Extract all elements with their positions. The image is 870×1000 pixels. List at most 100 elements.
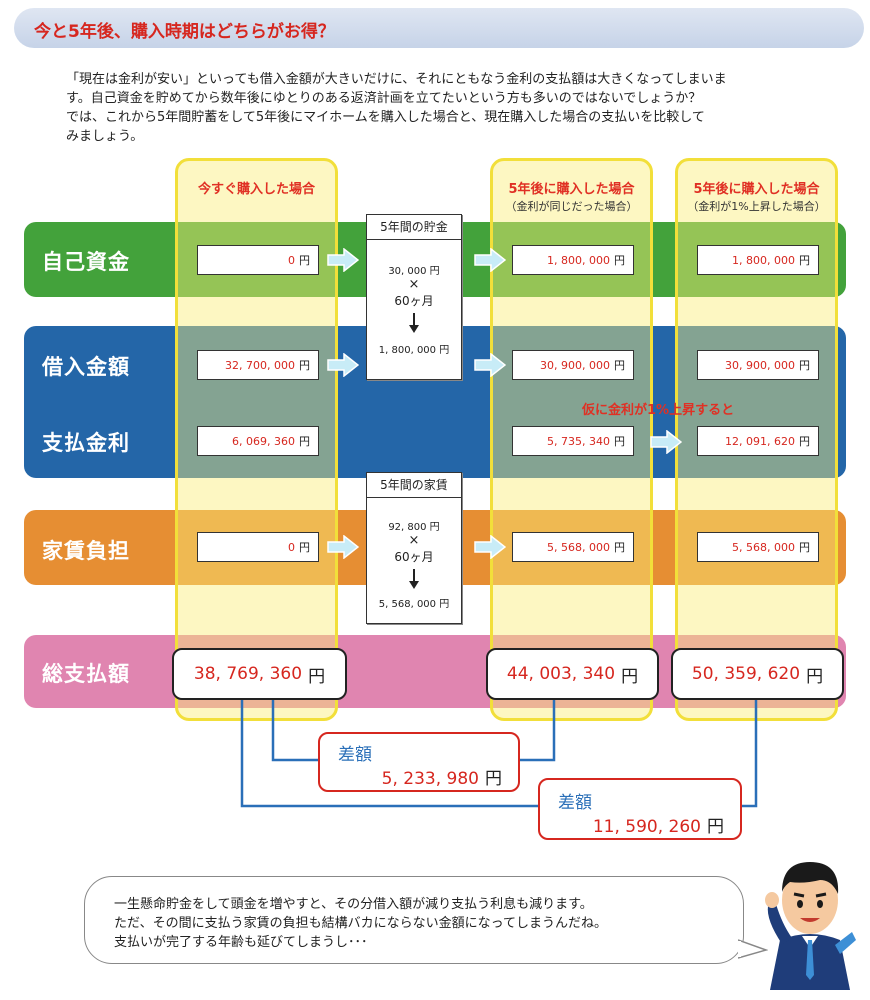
- yen-unit: 円: [299, 435, 310, 448]
- value-now-kari: 32, 700, 000 円: [197, 350, 319, 380]
- yen-unit: 円: [621, 666, 639, 687]
- yen-unit: 円: [308, 666, 326, 687]
- rent-calc-box: 5年間の家賃 92, 800 円 × 60ヶ月 5, 568, 000 円: [366, 472, 462, 624]
- speech-bubble: [84, 876, 744, 964]
- yen-unit: 円: [614, 541, 625, 554]
- header-banner: [14, 8, 864, 48]
- rent-months: 60ヶ月: [394, 550, 434, 564]
- businessman-illustration: [765, 862, 856, 990]
- yen-unit: 円: [614, 435, 625, 448]
- value-number: 0: [288, 540, 295, 554]
- arrow-right-icon: [327, 248, 359, 272]
- value-number: 30, 900, 000: [540, 358, 610, 372]
- bubble-text: 一生懸命貯金をして頭金を増やすと、その分借入額が減り支払う利息も減ります。 ただ…: [114, 895, 724, 952]
- arrow-right-icon: [650, 430, 682, 454]
- rent-monthly: 92, 800 円: [388, 522, 440, 533]
- yen-unit: 円: [299, 541, 310, 554]
- value-five-up-kari: 30, 900, 000 円: [697, 350, 819, 380]
- rent-result: 5, 568, 000 円: [378, 599, 450, 610]
- yen-unit: 円: [485, 769, 502, 789]
- yen-unit: 円: [799, 435, 810, 448]
- difference-value: 5, 233, 980 円: [382, 764, 502, 789]
- difference-box-second: 差額 11, 590, 260 円: [538, 778, 742, 840]
- yen-unit: 円: [614, 254, 625, 267]
- value-five-same-kinri: 5, 735, 340 円: [512, 426, 634, 456]
- page-title: 今と5年後、購入時期はどちらがお得？: [34, 22, 335, 42]
- value-five-up-yachin: 5, 568, 000 円: [697, 532, 819, 562]
- value-five-same-jiko: 1, 800, 000 円: [512, 245, 634, 275]
- savings-title: 5年間の貯金: [367, 215, 461, 240]
- bubble-line: ただ、その間に支払う家賃の負担も結構バカにならない金額になってしまうんだね。: [114, 916, 607, 931]
- row-label-jiko: 自己資金: [42, 250, 130, 274]
- difference-value: 11, 590, 260 円: [593, 812, 724, 837]
- row-label-kinri: 支払金利: [42, 431, 130, 455]
- value-five-same-yachin: 5, 568, 000 円: [512, 532, 634, 562]
- value-number: 1, 800, 000: [547, 253, 610, 267]
- arrow-right-icon: [474, 248, 506, 272]
- arrow-down-icon: [409, 313, 419, 333]
- intro-line: みましょう。: [66, 129, 144, 144]
- arrow-down-icon: [409, 569, 419, 589]
- difference-label: 差額: [558, 793, 592, 813]
- value-number: 5, 735, 340: [547, 434, 610, 448]
- column-title-now: 今すぐ購入した場合: [197, 182, 315, 197]
- difference-number: 5, 233, 980: [381, 769, 479, 789]
- rent-title: 5年間の家賃: [367, 473, 461, 498]
- column-subtitle-five-same: （金利が同じだった場合）: [505, 200, 638, 213]
- value-five-same-kari: 30, 900, 000 円: [512, 350, 634, 380]
- arrow-right-icon: [327, 353, 359, 377]
- bubble-line: 一生懸命貯金をして頭金を増やすと、その分借入額が減り支払う利息も減ります。: [114, 897, 593, 912]
- savings-monthly: 30, 000 円: [388, 266, 440, 277]
- savings-times: ×: [408, 277, 420, 292]
- row-label-kari: 借入金額: [42, 355, 130, 379]
- value-five-up-jiko: 1, 800, 000 円: [697, 245, 819, 275]
- value-number: 32, 700, 000: [225, 358, 295, 372]
- intro-line: 「現在は金利が安い」といっても借入金額が大きいだけに、それにともなう金利の支払額…: [66, 72, 727, 87]
- yen-unit: 円: [799, 254, 810, 267]
- value-number: 6, 069, 360: [232, 434, 295, 448]
- intro-line: す。自己資金を貯めてから数年後にゆとりのある返済計画を立てたいという方も多いので…: [66, 91, 702, 106]
- savings-calc-box: 5年間の貯金 30, 000 円 × 60ヶ月 1, 800, 000 円: [366, 214, 462, 380]
- difference-label: 差額: [338, 745, 372, 765]
- yen-unit: 円: [707, 817, 724, 837]
- rate-up-note: 仮に金利が1%上昇すると: [582, 403, 735, 418]
- value-number: 1, 800, 000: [732, 253, 795, 267]
- value-five-up-kinri: 12, 091, 620 円: [697, 426, 819, 456]
- savings-result: 1, 800, 000 円: [378, 345, 450, 356]
- intro-line: では、これから5年間貯蓄をして5年後にマイホームを購入した場合と、現在購入した場…: [66, 110, 705, 125]
- arrow-right-icon: [474, 353, 506, 377]
- row-label-total: 総支払額: [42, 662, 130, 686]
- yen-unit: 円: [799, 359, 810, 372]
- speech-bubble-tail: [738, 939, 768, 959]
- value-number: 30, 900, 000: [725, 358, 795, 372]
- intro-text: 「現在は金利が安い」といっても借入金額が大きいだけに、それにともなう金利の支払額…: [66, 70, 826, 146]
- column-subtitle-five-up: （金利が1%上昇した場合）: [687, 200, 826, 213]
- column-title-five-same: 5年後に購入した場合: [508, 182, 635, 197]
- yen-unit: 円: [299, 359, 310, 372]
- difference-box-first: 差額 5, 233, 980 円: [318, 732, 520, 792]
- total-number: 44, 003, 340: [506, 664, 616, 684]
- arrow-right-icon: [327, 535, 359, 559]
- total-number: 38, 769, 360: [193, 664, 303, 684]
- savings-months: 60ヶ月: [394, 294, 434, 308]
- column-title-five-up: 5年後に購入した場合: [693, 182, 820, 197]
- yen-unit: 円: [806, 666, 824, 687]
- value-number: 12, 091, 620: [725, 434, 795, 448]
- yen-unit: 円: [799, 541, 810, 554]
- rent-times: ×: [408, 533, 420, 548]
- value-number: 0: [288, 253, 295, 267]
- arrow-right-icon: [474, 535, 506, 559]
- yen-unit: 円: [614, 359, 625, 372]
- value-number: 5, 568, 000: [547, 540, 610, 554]
- bubble-line: 支払いが完了する年齢も延びてしまうし･･･: [114, 935, 368, 950]
- difference-number: 11, 590, 260: [592, 817, 701, 837]
- value-number: 5, 568, 000: [732, 540, 795, 554]
- total-number: 50, 359, 620: [691, 664, 801, 684]
- value-now-kinri: 6, 069, 360 円: [197, 426, 319, 456]
- row-label-yachin: 家賃負担: [42, 539, 130, 563]
